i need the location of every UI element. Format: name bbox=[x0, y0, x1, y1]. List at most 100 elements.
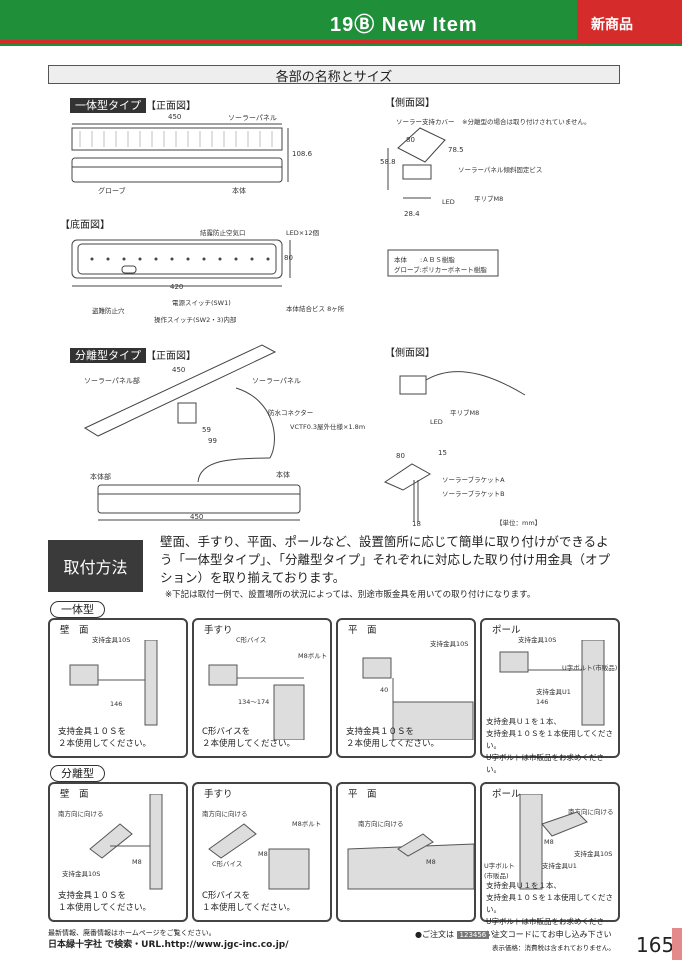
type1-pill-label: 一体型 bbox=[50, 601, 105, 618]
separate-tag: 分離型タイプ bbox=[70, 348, 146, 363]
sep-led-label: LED bbox=[430, 418, 443, 426]
integrated-tag: 一体型タイプ bbox=[70, 98, 146, 113]
led-dots bbox=[90, 257, 270, 261]
card-title: 壁 面 bbox=[60, 789, 89, 800]
install-title: 取付方法 bbox=[63, 558, 128, 577]
bottom-body-shape bbox=[71, 239, 283, 279]
material-body: 本体 :ＡＢＳ樹脂 bbox=[394, 256, 455, 264]
card-description: 支持金具Ｕ１を１本、 支持金具１０Ｓを１本使用してください。 U字ボルトは市販品… bbox=[486, 717, 614, 774]
separate-side-label: 【側面図】 bbox=[385, 348, 435, 359]
card-integrated-wall: 壁 面 支持金具10S 146 支持金具１０Ｓを ２本使用してください。 bbox=[48, 618, 188, 758]
section-title-box: 各部の名称とサイズ bbox=[48, 65, 620, 85]
sep-d450b: 450 bbox=[190, 513, 204, 521]
order-prefix: ●ご注文は bbox=[415, 930, 454, 939]
footer-company-url[interactable]: 日本緑十字社 で検索・URL.http://www.jgc-inc.co.jp/ bbox=[48, 940, 289, 950]
sep-handrail-drawing bbox=[208, 823, 310, 890]
bottom-sw23-label: 操作スイッチ(SW2・3)内部 bbox=[154, 316, 237, 324]
card-integrated-flat: 平 面 支持金具10S 40 支持金具１０Ｓを ２本使用してください。 bbox=[336, 618, 476, 758]
sep-solar-label: ソーラーパネル bbox=[252, 377, 301, 385]
sep-solar-part-label: ソーラーパネル部 bbox=[84, 377, 140, 385]
card-label-2: M8ボルト bbox=[298, 652, 328, 660]
bottom-d80: 80 bbox=[284, 254, 293, 262]
install-description: 壁面、手すり、平面、ポールなど、設置箇所に応じて簡単に取り付けができるよう「一体… bbox=[160, 534, 611, 585]
sep-pole-drawing bbox=[519, 794, 588, 890]
sep-flat-drawing bbox=[347, 833, 474, 890]
card-label-2: U字ボルト(市販品) bbox=[562, 664, 618, 672]
card-separate-flat: 平 面 南方向に向ける M8 bbox=[336, 782, 476, 922]
side-cover-label: ソーラー支持カバー bbox=[396, 118, 455, 126]
front-solar-panel-shape bbox=[71, 127, 283, 151]
footer-info: 最新情報、廃番情報はホームページをご覧ください。 bbox=[48, 929, 216, 937]
sep-d18: 18 bbox=[412, 520, 421, 528]
sep-side-bracket-shape bbox=[383, 463, 432, 491]
integrated-bottom-label: 【底面図】 bbox=[60, 220, 110, 231]
sep-bracketA-label: ソーラーブラケットA bbox=[442, 476, 505, 484]
flat-mount-drawing bbox=[362, 657, 474, 740]
side-d80: 80 bbox=[406, 136, 415, 144]
side-solar-shape bbox=[397, 127, 446, 163]
bottom-screws-label: 本体結合ビス 8ヶ所 bbox=[286, 305, 345, 313]
side-screw-label: ソーラーパネル傾斜固定ビス bbox=[458, 166, 543, 174]
card-title: 平 面 bbox=[348, 789, 377, 800]
card-description: 支持金具Ｕ１を１本、 支持金具１０Ｓを１本使用してください。 U字ボルトは市販品… bbox=[486, 881, 614, 938]
integrated-side-label: 【側面図】 bbox=[385, 98, 435, 109]
separate-heading: 分離型タイプ【正面図】 bbox=[70, 344, 196, 363]
header-title: 19Ⓑ New Item bbox=[330, 14, 478, 36]
sep-d80: 80 bbox=[396, 452, 405, 460]
separate-front-label: 【正面図】 bbox=[146, 351, 196, 362]
card-dimension: 40 bbox=[380, 686, 389, 694]
section-title: 各部の名称とサイズ bbox=[275, 70, 393, 85]
sep-side-body-shape bbox=[399, 375, 427, 395]
side-d588: 58.8 bbox=[380, 158, 396, 166]
sep-body-part-label: 本体部 bbox=[90, 473, 111, 481]
order-code-box: 123456 bbox=[456, 931, 490, 939]
card-title: 壁 面 bbox=[60, 625, 89, 636]
sep-d59: 59 bbox=[202, 426, 211, 434]
card-integrated-pole: ポール 支持金具10S U字ボルト(市販品) 支持金具U1 146 支持金具Ｕ１… bbox=[480, 618, 620, 774]
card-separate-wall: 壁 面 南方向に向ける M8 支持金具10S 支持金具１０Ｓを １本使用してくだ… bbox=[48, 782, 188, 922]
sep-bracketB-label: ソーラーブラケットB bbox=[442, 490, 505, 498]
card-integrated-handrail: 手すり C形バイス M8ボルト 134～174 C形バイスを ２本使用してくださ… bbox=[192, 618, 332, 758]
install-title-box: 取付方法 bbox=[48, 540, 143, 592]
card-label-3: M8 bbox=[258, 850, 268, 858]
bottom-theft-label: 盗難防止穴 bbox=[92, 307, 125, 315]
pole-mount-drawing bbox=[499, 640, 605, 726]
order-suffix: 注文コードにてお申し込み下さい bbox=[491, 930, 612, 939]
card-label: 南方向に向ける bbox=[58, 810, 104, 818]
card-label-3: 支持金具10S bbox=[574, 850, 613, 858]
front-body-label: 本体 bbox=[232, 187, 246, 195]
material-globe: グローブ:ポリカーボネート樹脂 bbox=[394, 266, 487, 274]
page-number: 165 bbox=[636, 933, 675, 957]
sep-wall-drawing bbox=[89, 794, 163, 890]
type2-pill-label: 分離型 bbox=[50, 765, 105, 782]
side-led-label: LED bbox=[442, 198, 455, 206]
card-label-2: M8 bbox=[426, 858, 436, 866]
material-box bbox=[387, 249, 499, 277]
bottom-d420: 420 bbox=[170, 283, 184, 291]
card-dimension: 134～174 bbox=[238, 698, 270, 706]
page-header bbox=[0, 0, 682, 46]
card-label: 支持金具10S bbox=[430, 640, 469, 648]
install-note: ※下記は取付一例で、設置場所の状況によっては、別途市販金具を用いての取り付けにな… bbox=[165, 590, 536, 600]
card-title: 手すり bbox=[204, 789, 233, 800]
card-label: 南方向に向ける bbox=[358, 820, 404, 828]
front-width-450: 450 bbox=[168, 113, 182, 121]
bottom-sw1-label: 電源スイッチ(SW1) bbox=[172, 299, 231, 307]
card-label: 支持金具10S bbox=[92, 636, 131, 644]
front-solar-label: ソーラーパネル bbox=[228, 114, 277, 122]
type1-pill: 一体型 bbox=[50, 598, 105, 618]
card-label-2: M8 bbox=[544, 838, 554, 846]
card-dimension: 146 bbox=[110, 700, 123, 708]
side-d785: 78.5 bbox=[448, 146, 464, 154]
card-description: 支持金具１０Ｓを ２本使用してください。 bbox=[346, 727, 439, 749]
side-note: ※分離型の場合は取り付けされていません。 bbox=[462, 118, 591, 126]
side-body-shape bbox=[402, 164, 432, 180]
card-description: 支持金具１０Ｓを ２本使用してください。 bbox=[58, 727, 151, 749]
sep-d15: 15 bbox=[438, 449, 447, 457]
sep-connector-label: 防水コネクター bbox=[268, 409, 314, 417]
sep-cable-shape bbox=[235, 387, 275, 459]
card-dimension: 146 bbox=[536, 698, 549, 706]
card-title: ポール bbox=[492, 625, 521, 636]
card-description: C形バイスを １本使用してください。 bbox=[202, 891, 295, 913]
card-title: 手すり bbox=[204, 625, 233, 636]
